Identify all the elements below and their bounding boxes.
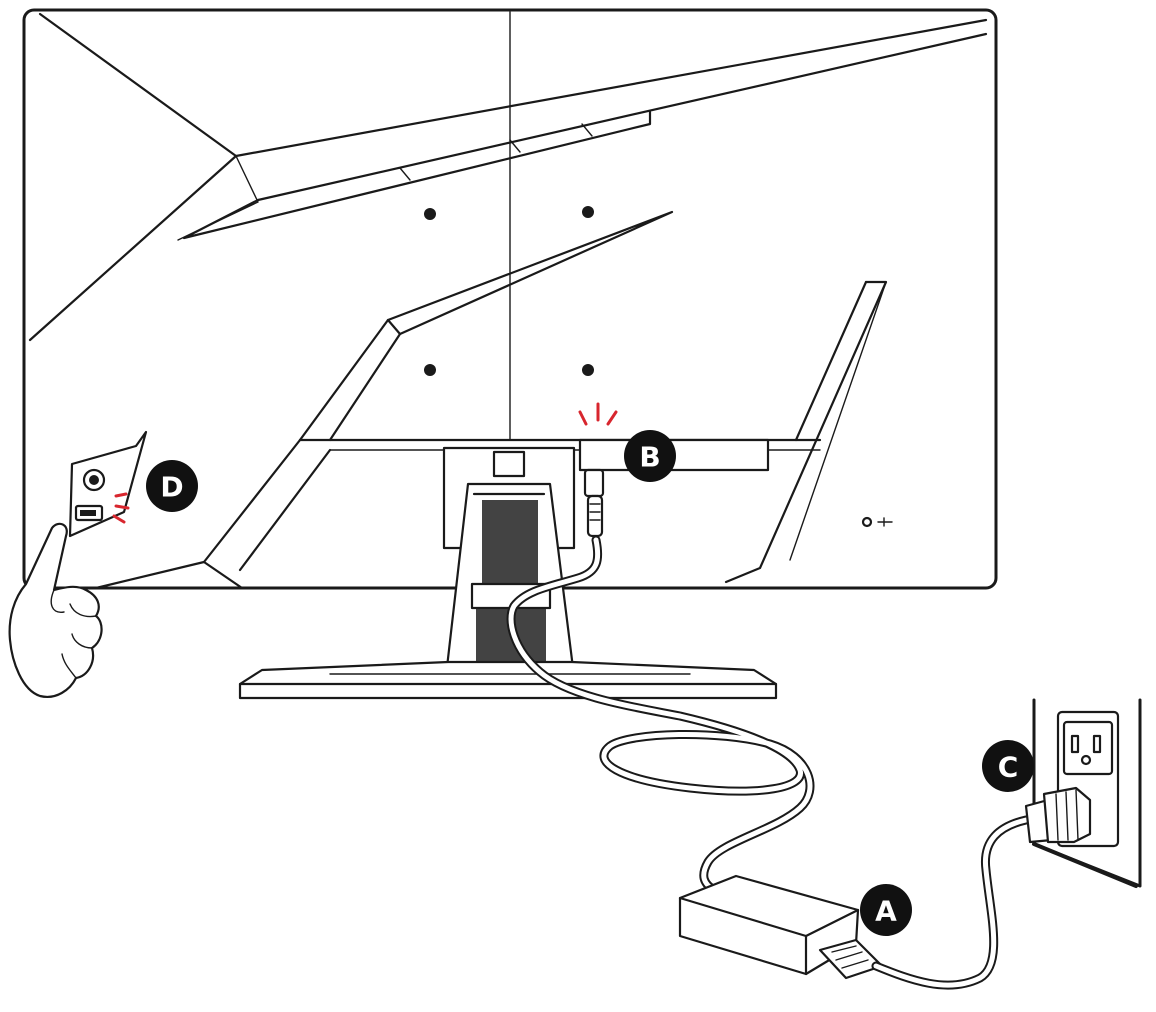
power-plug-icon	[1024, 786, 1092, 844]
power-adapter-icon	[678, 874, 884, 980]
callout-b-badge: B	[624, 430, 676, 482]
ac-cable-icon	[871, 815, 1031, 990]
power-button-icon	[68, 430, 148, 538]
spark-d-icon	[112, 492, 130, 524]
callout-b-label: B	[639, 441, 660, 474]
monitor-stand-icon	[238, 482, 778, 700]
dc-cable-icon	[506, 468, 815, 895]
callout-c-label: C	[998, 751, 1019, 784]
hand-pointer-icon	[8, 522, 103, 698]
callout-d-badge: D	[146, 460, 198, 512]
callout-a-badge: A	[860, 884, 912, 936]
callout-d-label: D	[160, 471, 183, 504]
callout-c-badge: C	[982, 740, 1034, 792]
spark-b-icon	[578, 402, 618, 426]
callout-a-label: A	[875, 895, 897, 928]
